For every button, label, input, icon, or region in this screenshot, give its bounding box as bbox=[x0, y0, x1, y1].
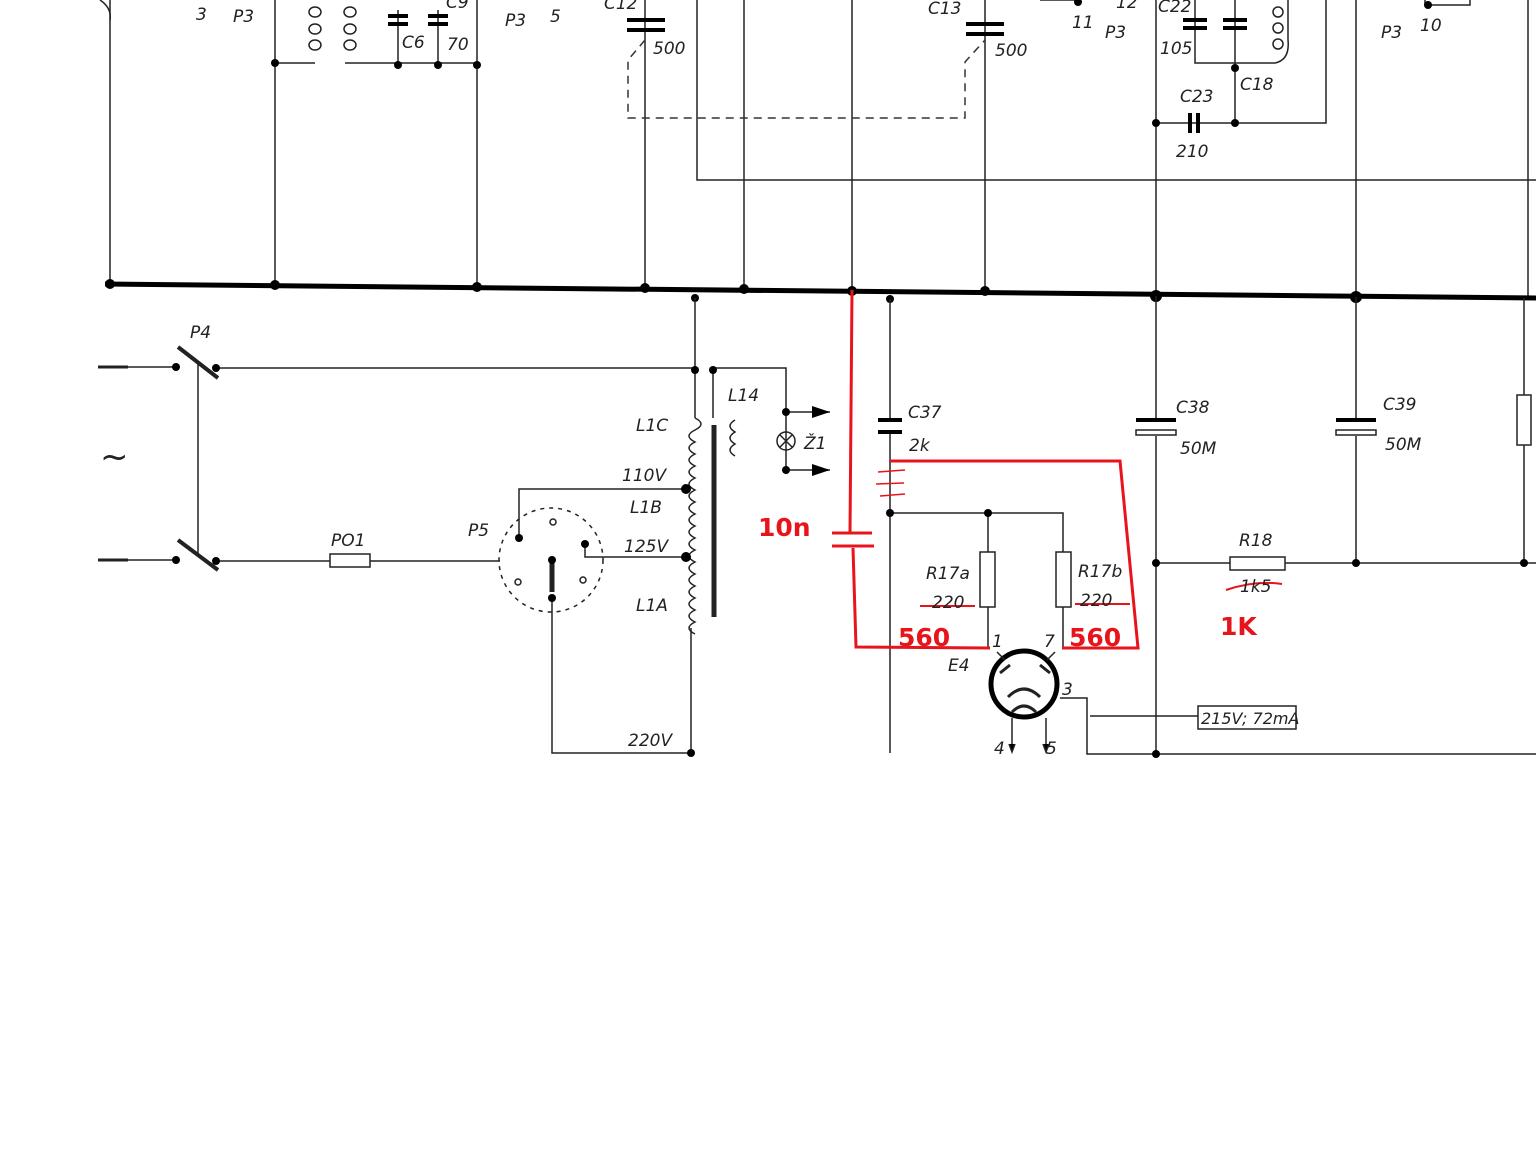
upper-wiring bbox=[99, 0, 1536, 298]
label: C18 bbox=[1240, 75, 1274, 95]
label: Ž1 bbox=[803, 432, 826, 454]
label: C6 bbox=[402, 33, 425, 53]
label: 10 bbox=[1420, 16, 1442, 36]
label: L14 bbox=[728, 386, 759, 406]
fuse-po1 bbox=[329, 553, 371, 568]
label: 220 bbox=[932, 593, 964, 613]
label: 210 bbox=[1176, 142, 1208, 162]
label: R17a bbox=[926, 564, 970, 584]
label: 1k5 bbox=[1240, 577, 1271, 597]
label: 12 bbox=[1116, 0, 1138, 13]
ac-symbol: ~ bbox=[100, 437, 129, 477]
label: 4 bbox=[994, 739, 1005, 759]
transformer-l1 bbox=[688, 417, 796, 635]
red-modifications bbox=[832, 289, 1283, 650]
label: 7 bbox=[1044, 632, 1055, 652]
measurement-box bbox=[1197, 705, 1297, 730]
power-wiring bbox=[98, 296, 1536, 755]
components-lower bbox=[878, 418, 1377, 730]
ground-bus bbox=[104, 281, 1536, 301]
label: E4 bbox=[948, 656, 970, 676]
annotation-10n: 10n bbox=[758, 513, 811, 542]
label: 220V bbox=[628, 731, 673, 751]
label: C23 bbox=[1180, 87, 1214, 107]
top-capacitors bbox=[388, 14, 1247, 133]
label: C38 bbox=[1176, 398, 1210, 418]
label: 5 bbox=[550, 7, 561, 27]
label: 220 bbox=[1080, 591, 1112, 611]
label: 500 bbox=[653, 39, 685, 59]
junction-dots-top bbox=[271, 0, 1432, 127]
label: L1B bbox=[630, 498, 662, 518]
label: 105 bbox=[1160, 39, 1192, 59]
label: P3 bbox=[233, 7, 254, 27]
annotation-r17a: 560 bbox=[898, 623, 950, 652]
label: C13 bbox=[928, 0, 962, 19]
label: 2k bbox=[909, 436, 931, 456]
label: 5 bbox=[1046, 739, 1057, 759]
label: 110V bbox=[622, 466, 667, 486]
label: L1C bbox=[636, 416, 668, 436]
label: L1A bbox=[636, 596, 668, 616]
label: C9 bbox=[446, 0, 469, 13]
label: C12 bbox=[604, 0, 638, 14]
label: P4 bbox=[190, 323, 211, 343]
label: P3 bbox=[505, 11, 526, 31]
top-coil bbox=[308, 6, 1284, 51]
label: R17b bbox=[1078, 562, 1122, 582]
label: R18 bbox=[1239, 531, 1273, 551]
junction-dots-lower bbox=[172, 363, 1528, 758]
label: 1 bbox=[992, 632, 1003, 652]
label: P3 bbox=[1381, 23, 1402, 43]
label: P3 bbox=[1105, 23, 1126, 43]
label: 50M bbox=[1180, 439, 1217, 459]
label: 70 bbox=[447, 35, 469, 55]
tube-e4 bbox=[988, 648, 1060, 720]
label: C22 bbox=[1158, 0, 1192, 17]
label: 11 bbox=[1072, 13, 1094, 33]
label: C37 bbox=[908, 403, 942, 423]
label: 500 bbox=[995, 41, 1027, 61]
label: P5 bbox=[468, 521, 489, 541]
label: 3 bbox=[196, 5, 207, 25]
labels: 3 P3 C6 C9 70 P3 5 C12 500 C13 500 11 12… bbox=[100, 0, 1442, 759]
measurement-label: 215V; 72mA bbox=[1201, 709, 1299, 728]
label: PO1 bbox=[331, 531, 365, 551]
annotation-r18: 1K bbox=[1220, 612, 1258, 641]
annotation-r17b: 560 bbox=[1069, 623, 1121, 652]
label: C39 bbox=[1383, 395, 1417, 415]
label: 3 bbox=[1062, 680, 1073, 700]
label: 50M bbox=[1385, 435, 1422, 455]
label: 125V bbox=[624, 537, 669, 557]
